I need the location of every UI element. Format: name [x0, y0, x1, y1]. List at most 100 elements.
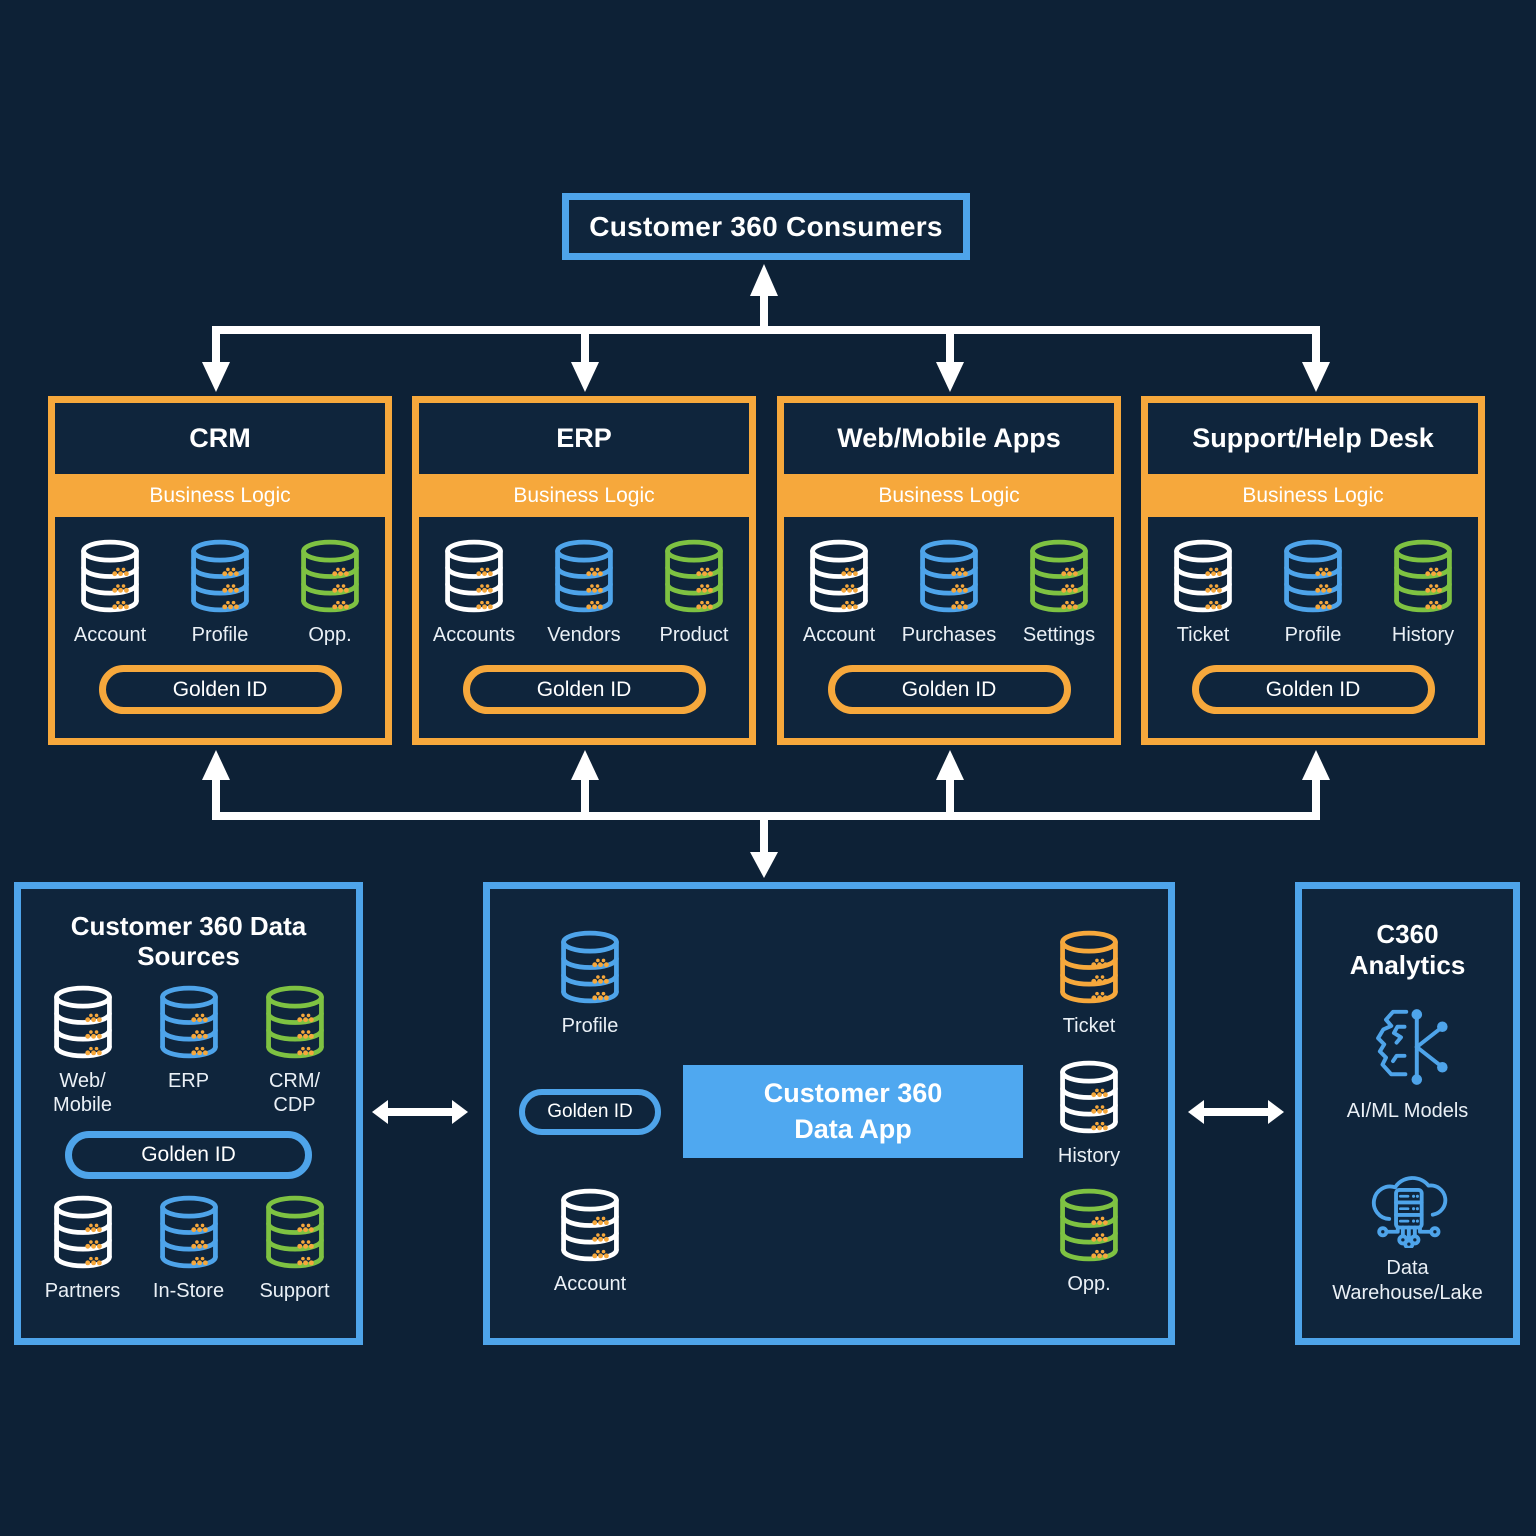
dataapp-item-ticket: Ticket: [1019, 930, 1159, 1038]
support-item-profile: Profile: [1258, 539, 1368, 647]
database-icon: [1388, 539, 1458, 613]
database-icon: [914, 539, 984, 613]
crm-item-account: Account: [55, 539, 165, 647]
customer-360-data-sources-box: Customer 360 Data Sources Web/ Mobile ER…: [14, 882, 363, 1345]
golden-id-label: Golden ID: [172, 677, 268, 701]
database-icon: [1054, 1060, 1124, 1134]
golden-id-label: Golden ID: [536, 677, 632, 701]
erp-title: ERP: [556, 423, 612, 453]
database-icon: [1168, 539, 1238, 613]
source-item-support: Support: [242, 1195, 348, 1303]
database-icon: [555, 930, 625, 1004]
support-help-desk-box: Support/Help Desk Business Logic Ticket …: [1141, 396, 1485, 745]
data-warehouse-label: Data Warehouse/Lake: [1332, 1257, 1483, 1305]
golden-id-pill: Golden ID: [65, 1131, 312, 1180]
database-icon: [439, 539, 509, 613]
item-label: Account: [553, 1273, 627, 1295]
crm-box: CRM Business Logic Account Profile Opp. …: [48, 396, 392, 745]
dataapp-item-opp: Opp.: [1019, 1188, 1159, 1296]
item-label: Profile: [1284, 624, 1342, 646]
dataapp-analytics-double-arrow: [1188, 1100, 1284, 1124]
data-app-banner: Customer 360 Data App: [683, 1065, 1023, 1158]
ai-ml-icon: [1375, 1009, 1448, 1086]
golden-id-label: Golden ID: [1265, 677, 1361, 701]
item-label: Profile: [561, 1015, 619, 1037]
item-label: Vendors: [547, 624, 621, 646]
golden-id-label: Golden ID: [901, 677, 997, 701]
item-label: Settings: [1022, 624, 1096, 646]
business-logic-band: Business Logic: [55, 474, 385, 517]
source-item-partners: Partners: [30, 1195, 136, 1303]
database-icon: [1024, 539, 1094, 613]
customer-360-consumers-box: Customer 360 Consumers: [562, 193, 970, 260]
golden-id-pill: Golden ID: [827, 665, 1071, 714]
golden-id-pill: Golden ID: [98, 665, 342, 714]
database-icon: [659, 539, 729, 613]
web-item-purchases: Purchases: [894, 539, 1004, 647]
item-label: Opp.: [1067, 1273, 1111, 1295]
database-icon: [48, 985, 118, 1059]
dataapp-item-profile: Profile: [520, 930, 660, 1038]
database-icon: [48, 1195, 118, 1269]
item-label: Ticket: [1176, 624, 1230, 646]
item-label: Web/ Mobile: [53, 1070, 112, 1117]
crm-title: CRM: [189, 423, 251, 453]
web-mobile-apps-box: Web/Mobile Apps Business Logic Account P…: [777, 396, 1121, 745]
web-mobile-title: Web/Mobile Apps: [837, 423, 1061, 453]
item-label: In-Store: [152, 1280, 225, 1303]
source-item-crm-cdp: CRM/ CDP: [242, 985, 348, 1117]
golden-id-pill: Golden ID: [462, 665, 706, 714]
item-label: History: [1391, 624, 1455, 646]
support-item-history: History: [1368, 539, 1478, 647]
database-icon: [154, 985, 224, 1059]
data-sources-title: Customer 360 Data Sources: [70, 911, 307, 972]
item-label: Account: [73, 624, 147, 646]
item-label: Ticket: [1062, 1015, 1116, 1037]
database-icon: [1054, 930, 1124, 1004]
item-label: Product: [659, 624, 729, 646]
golden-id-label: Golden ID: [141, 1143, 236, 1167]
data-app-title: Customer 360 Data App: [763, 1078, 943, 1144]
crm-item-profile: Profile: [165, 539, 275, 647]
database-icon: [75, 539, 145, 613]
erp-box: ERP Business Logic Accounts Vendors Prod…: [412, 396, 756, 745]
database-icon: [185, 539, 255, 613]
dataapp-item-history: History: [1019, 1060, 1159, 1168]
consumers-title: Customer 360 Consumers: [589, 210, 943, 242]
item-label: CRM/ CDP: [268, 1070, 321, 1117]
golden-id-label: Golden ID: [547, 1101, 633, 1122]
golden-id-pill: Golden ID: [1191, 665, 1435, 714]
source-item-erp: ERP: [136, 985, 242, 1117]
top-flow-arrows: [202, 264, 1330, 392]
business-logic-band: Business Logic: [419, 474, 749, 517]
database-icon: [295, 539, 365, 613]
item-label: Account: [802, 624, 876, 646]
database-icon: [154, 1195, 224, 1269]
dataapp-item-account: Account: [520, 1188, 660, 1296]
c360-analytics-box: C360 Analytics AI/ML Models: [1295, 882, 1520, 1345]
database-icon: [555, 1188, 625, 1262]
sources-dataapp-double-arrow: [372, 1100, 468, 1124]
item-label: Support: [259, 1280, 330, 1303]
database-icon: [804, 539, 874, 613]
support-title: Support/Help Desk: [1192, 423, 1434, 453]
bottom-flow-arrows: [202, 750, 1330, 878]
customer-360-data-app-box: Profile Golden ID Account Customer 360 D…: [483, 882, 1175, 1345]
item-label: ERP: [167, 1070, 210, 1093]
ai-ml-label: AI/ML Models: [1346, 1100, 1469, 1123]
erp-item-vendors: Vendors: [529, 539, 639, 647]
database-icon: [1278, 539, 1348, 613]
source-item-in-store: In-Store: [136, 1195, 242, 1303]
web-item-account: Account: [784, 539, 894, 647]
item-label: History: [1057, 1145, 1121, 1167]
item-label: Partners: [44, 1280, 121, 1303]
crm-item-opp: Opp.: [275, 539, 385, 647]
web-item-settings: Settings: [1004, 539, 1114, 647]
golden-id-pill: Golden ID: [519, 1089, 661, 1135]
item-label: Accounts: [432, 624, 516, 646]
erp-item-accounts: Accounts: [419, 539, 529, 647]
data-warehouse-icon: [1371, 1176, 1447, 1249]
erp-item-product: Product: [639, 539, 749, 647]
support-item-ticket: Ticket: [1148, 539, 1258, 647]
analytics-title: C360 Analytics: [1349, 919, 1466, 981]
